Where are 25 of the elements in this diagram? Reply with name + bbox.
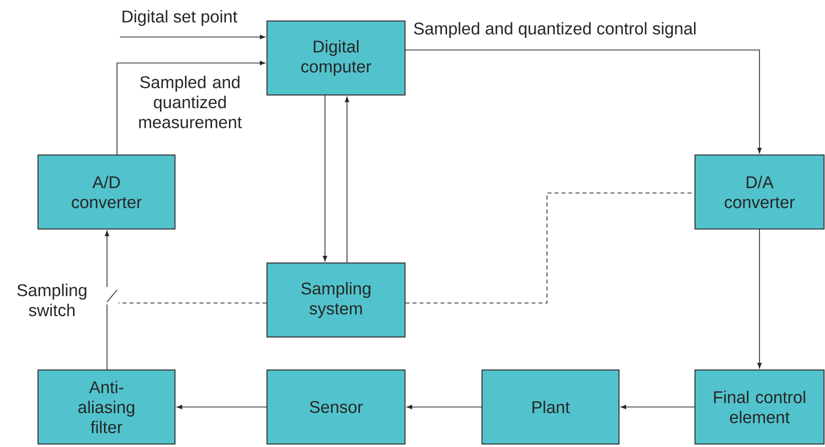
switch-symbol	[106, 290, 118, 302]
arrow	[116, 60, 266, 155]
arrow	[620, 404, 695, 410]
arrow	[104, 230, 110, 288]
edge-label: Sampled and quantized control signal	[412, 21, 698, 39]
block-box: Plant	[482, 370, 620, 444]
line	[106, 304, 108, 370]
block-box: Anti-aliasing filter	[38, 370, 176, 444]
arrow	[406, 404, 482, 410]
edge-label: Sampled and quantized measurement	[119, 74, 261, 130]
arrow	[344, 96, 350, 263]
block-box: A/D converter	[38, 154, 176, 230]
block-box: Sensor	[266, 370, 406, 444]
edge-label: Digital set point	[120, 9, 238, 27]
arrow	[757, 229, 762, 368]
arrow	[405, 50, 762, 154]
dashed-line	[118, 302, 267, 304]
arrow	[120, 34, 266, 40]
arrow	[322, 95, 328, 262]
arrow	[176, 404, 267, 410]
block-box: Sampling system	[266, 262, 406, 338]
block-box: D/A converter	[694, 154, 824, 230]
block-box: Final control element	[694, 370, 824, 444]
switch-label: Sampling switch	[17, 284, 86, 316]
block-box: Digital computer	[266, 20, 406, 96]
